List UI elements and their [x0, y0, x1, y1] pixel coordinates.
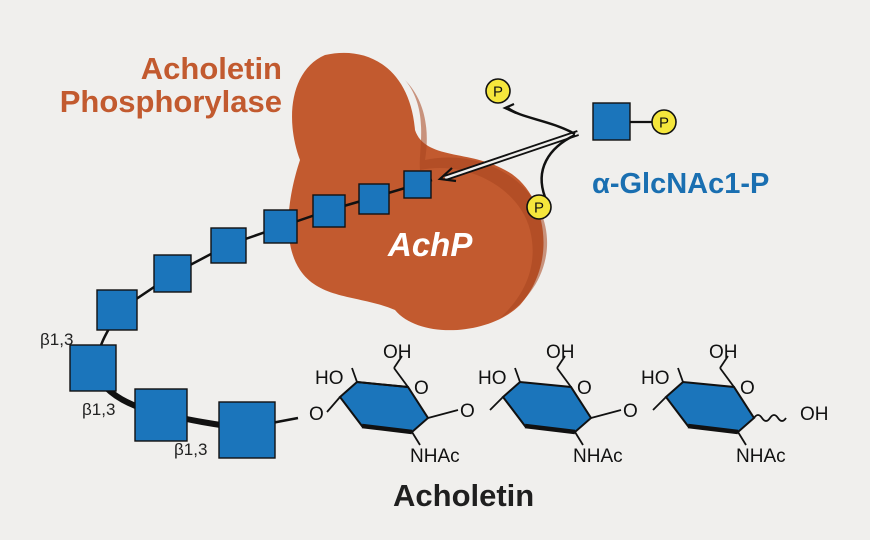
anomeric-hydroxyl-label: OH: [800, 404, 829, 425]
glcnac-square: [134, 388, 188, 442]
substrate-label: α-GlcNAc1-P: [592, 168, 770, 200]
phosphate-inorganic: P: [526, 194, 552, 220]
svg-text:P: P: [534, 200, 544, 217]
enzyme-name: Acholetin Phosphorylase: [20, 52, 282, 118]
glcnac-square: [96, 289, 138, 331]
glcnac-square: [263, 209, 298, 244]
linkage-label: β1,3: [82, 400, 116, 419]
linkage-label: β1,3: [174, 440, 208, 459]
glcnac-residues: [69, 170, 432, 459]
hydroxyl-label: OH: [709, 342, 738, 363]
glcnac-square: [312, 194, 346, 228]
ring-oxygen-label: O: [414, 378, 429, 399]
glycosidic-oxygen-label: O: [623, 401, 638, 422]
hydroxyl-label: OH: [383, 342, 412, 363]
phosphate-arrows: [502, 102, 576, 198]
linkage-label: β1,3: [40, 330, 74, 349]
nhac-label: NHAc: [573, 446, 623, 467]
enzyme-abbreviation: AchP: [388, 226, 473, 263]
ho-label: HO: [478, 368, 507, 389]
glcnac-square: [210, 227, 247, 264]
glcnac-1-phosphate-symbol: P: [592, 102, 677, 141]
product-label: Acholetin: [393, 478, 535, 513]
glcnac-square: [403, 170, 432, 199]
enzyme-name-line2: Phosphorylase: [59, 84, 282, 119]
glcnac-square: [153, 254, 192, 293]
nhac-label: NHAc: [736, 446, 786, 467]
svg-text:P: P: [493, 84, 503, 101]
phosphate-released: P: [485, 78, 511, 104]
hydroxyl-label: OH: [546, 342, 575, 363]
glycosidic-oxygen-label: O: [460, 401, 475, 422]
transfer-arrow: [437, 130, 579, 183]
enzyme-name-line1: Acholetin: [140, 51, 282, 86]
glcnac-square: [69, 344, 117, 392]
ring-oxygen-label: O: [740, 378, 755, 399]
ho-label: HO: [641, 368, 670, 389]
glycosidic-oxygen-label: O: [309, 404, 324, 425]
svg-text:P: P: [659, 115, 669, 132]
chemical-bonds: [326, 355, 787, 446]
glcnac-square: [218, 401, 276, 459]
ho-label: HO: [315, 368, 344, 389]
nhac-label: NHAc: [410, 446, 460, 467]
glcnac-square: [358, 183, 390, 215]
ring-oxygen-label: O: [577, 378, 592, 399]
